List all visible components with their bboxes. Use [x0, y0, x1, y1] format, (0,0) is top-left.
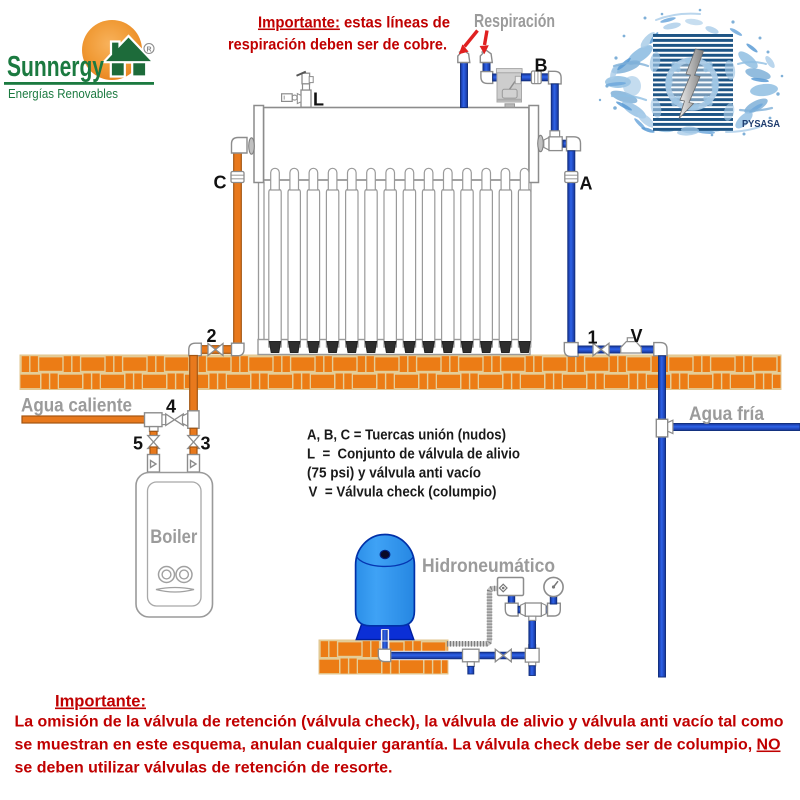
svg-text:Sunnergy: Sunnergy — [7, 51, 104, 83]
svg-text:L: L — [313, 90, 324, 110]
svg-text:se deben utilizar válvulas de: se deben utilizar válvulas de retención … — [15, 760, 393, 777]
svg-text:Energías Renovables: Energías Renovables — [8, 86, 118, 101]
svg-text:Boiler: Boiler — [150, 527, 198, 548]
svg-text:respiración deben ser de cobre: respiración deben ser de cobre. — [228, 37, 447, 54]
svg-text:1: 1 — [588, 328, 598, 348]
svg-text:Hidroneumático: Hidroneumático — [422, 556, 555, 577]
svg-text:se muestran en este esquema, a: se muestran en este esquema, anulan cual… — [15, 737, 781, 754]
svg-text:A: A — [580, 174, 593, 194]
svg-text:Importante: estas líneas de: Importante: estas líneas de — [258, 15, 450, 32]
svg-text:Importante:: Importante: — [55, 693, 146, 711]
svg-text:PYSASA: PYSASA — [742, 118, 780, 130]
svg-text:Agua caliente: Agua caliente — [21, 396, 132, 417]
svg-text:C: C — [214, 173, 227, 193]
svg-text:(75 psi) y válvula anti vacío: (75 psi) y válvula anti vacío — [307, 466, 481, 482]
svg-text:V: V — [631, 326, 643, 346]
svg-text:2: 2 — [207, 326, 217, 346]
svg-text:R: R — [146, 47, 151, 54]
svg-text:L = Conjunto de válvula de a: L = Conjunto de válvula de alivio — [307, 447, 520, 463]
svg-text:B: B — [535, 56, 548, 76]
svg-text:4: 4 — [166, 397, 176, 417]
svg-text:Respiración: Respiración — [474, 11, 555, 31]
svg-text:3: 3 — [201, 434, 211, 454]
svg-text:5: 5 — [133, 434, 143, 454]
svg-text:V = Válvula check (columpio): V = Válvula check (columpio) — [309, 485, 497, 501]
svg-text:La omisión de la válvula de re: La omisión de la válvula de retención (v… — [15, 714, 784, 731]
svg-text:Agua fría: Agua fría — [689, 404, 764, 425]
svg-text:A, B, C = Tuercas unión (nudos: A, B, C = Tuercas unión (nudos) — [307, 428, 506, 444]
